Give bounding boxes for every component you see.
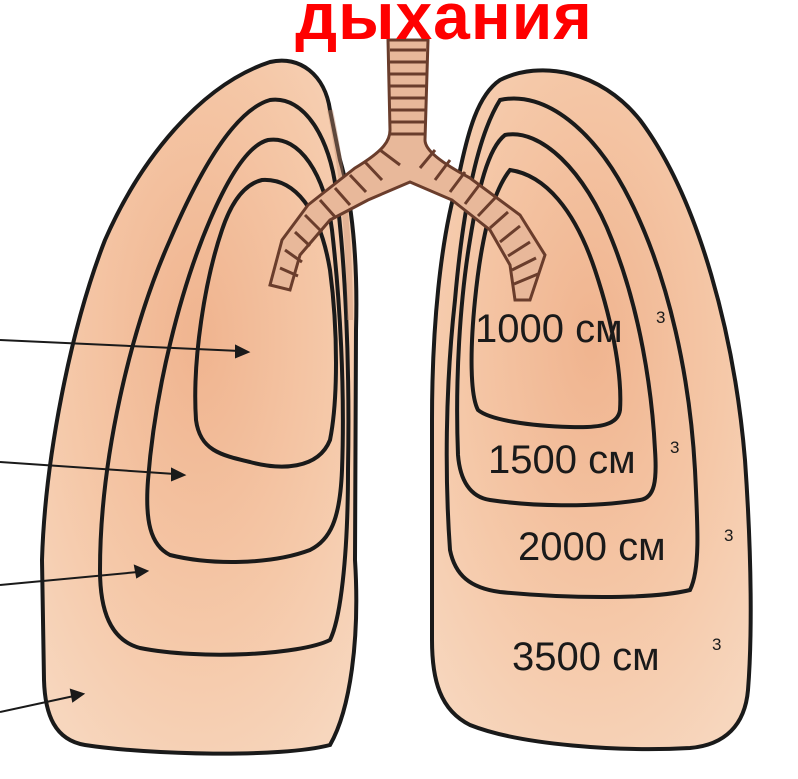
volume-label-3500: 3500 см [512, 635, 660, 679]
volume-sup-1500: 3 [670, 438, 679, 457]
volume-label-1000: 1000 см [475, 307, 623, 351]
left-lung [42, 61, 356, 754]
volume-label-1500: 1500 см [488, 438, 636, 482]
volume-label-2000: 2000 см [518, 525, 666, 569]
page-title: дыхания [0, 0, 798, 54]
volume-sup-3500: 3 [712, 635, 721, 654]
volume-sup-2000: 3 [724, 526, 733, 545]
volume-sup-1000: 3 [656, 308, 665, 327]
